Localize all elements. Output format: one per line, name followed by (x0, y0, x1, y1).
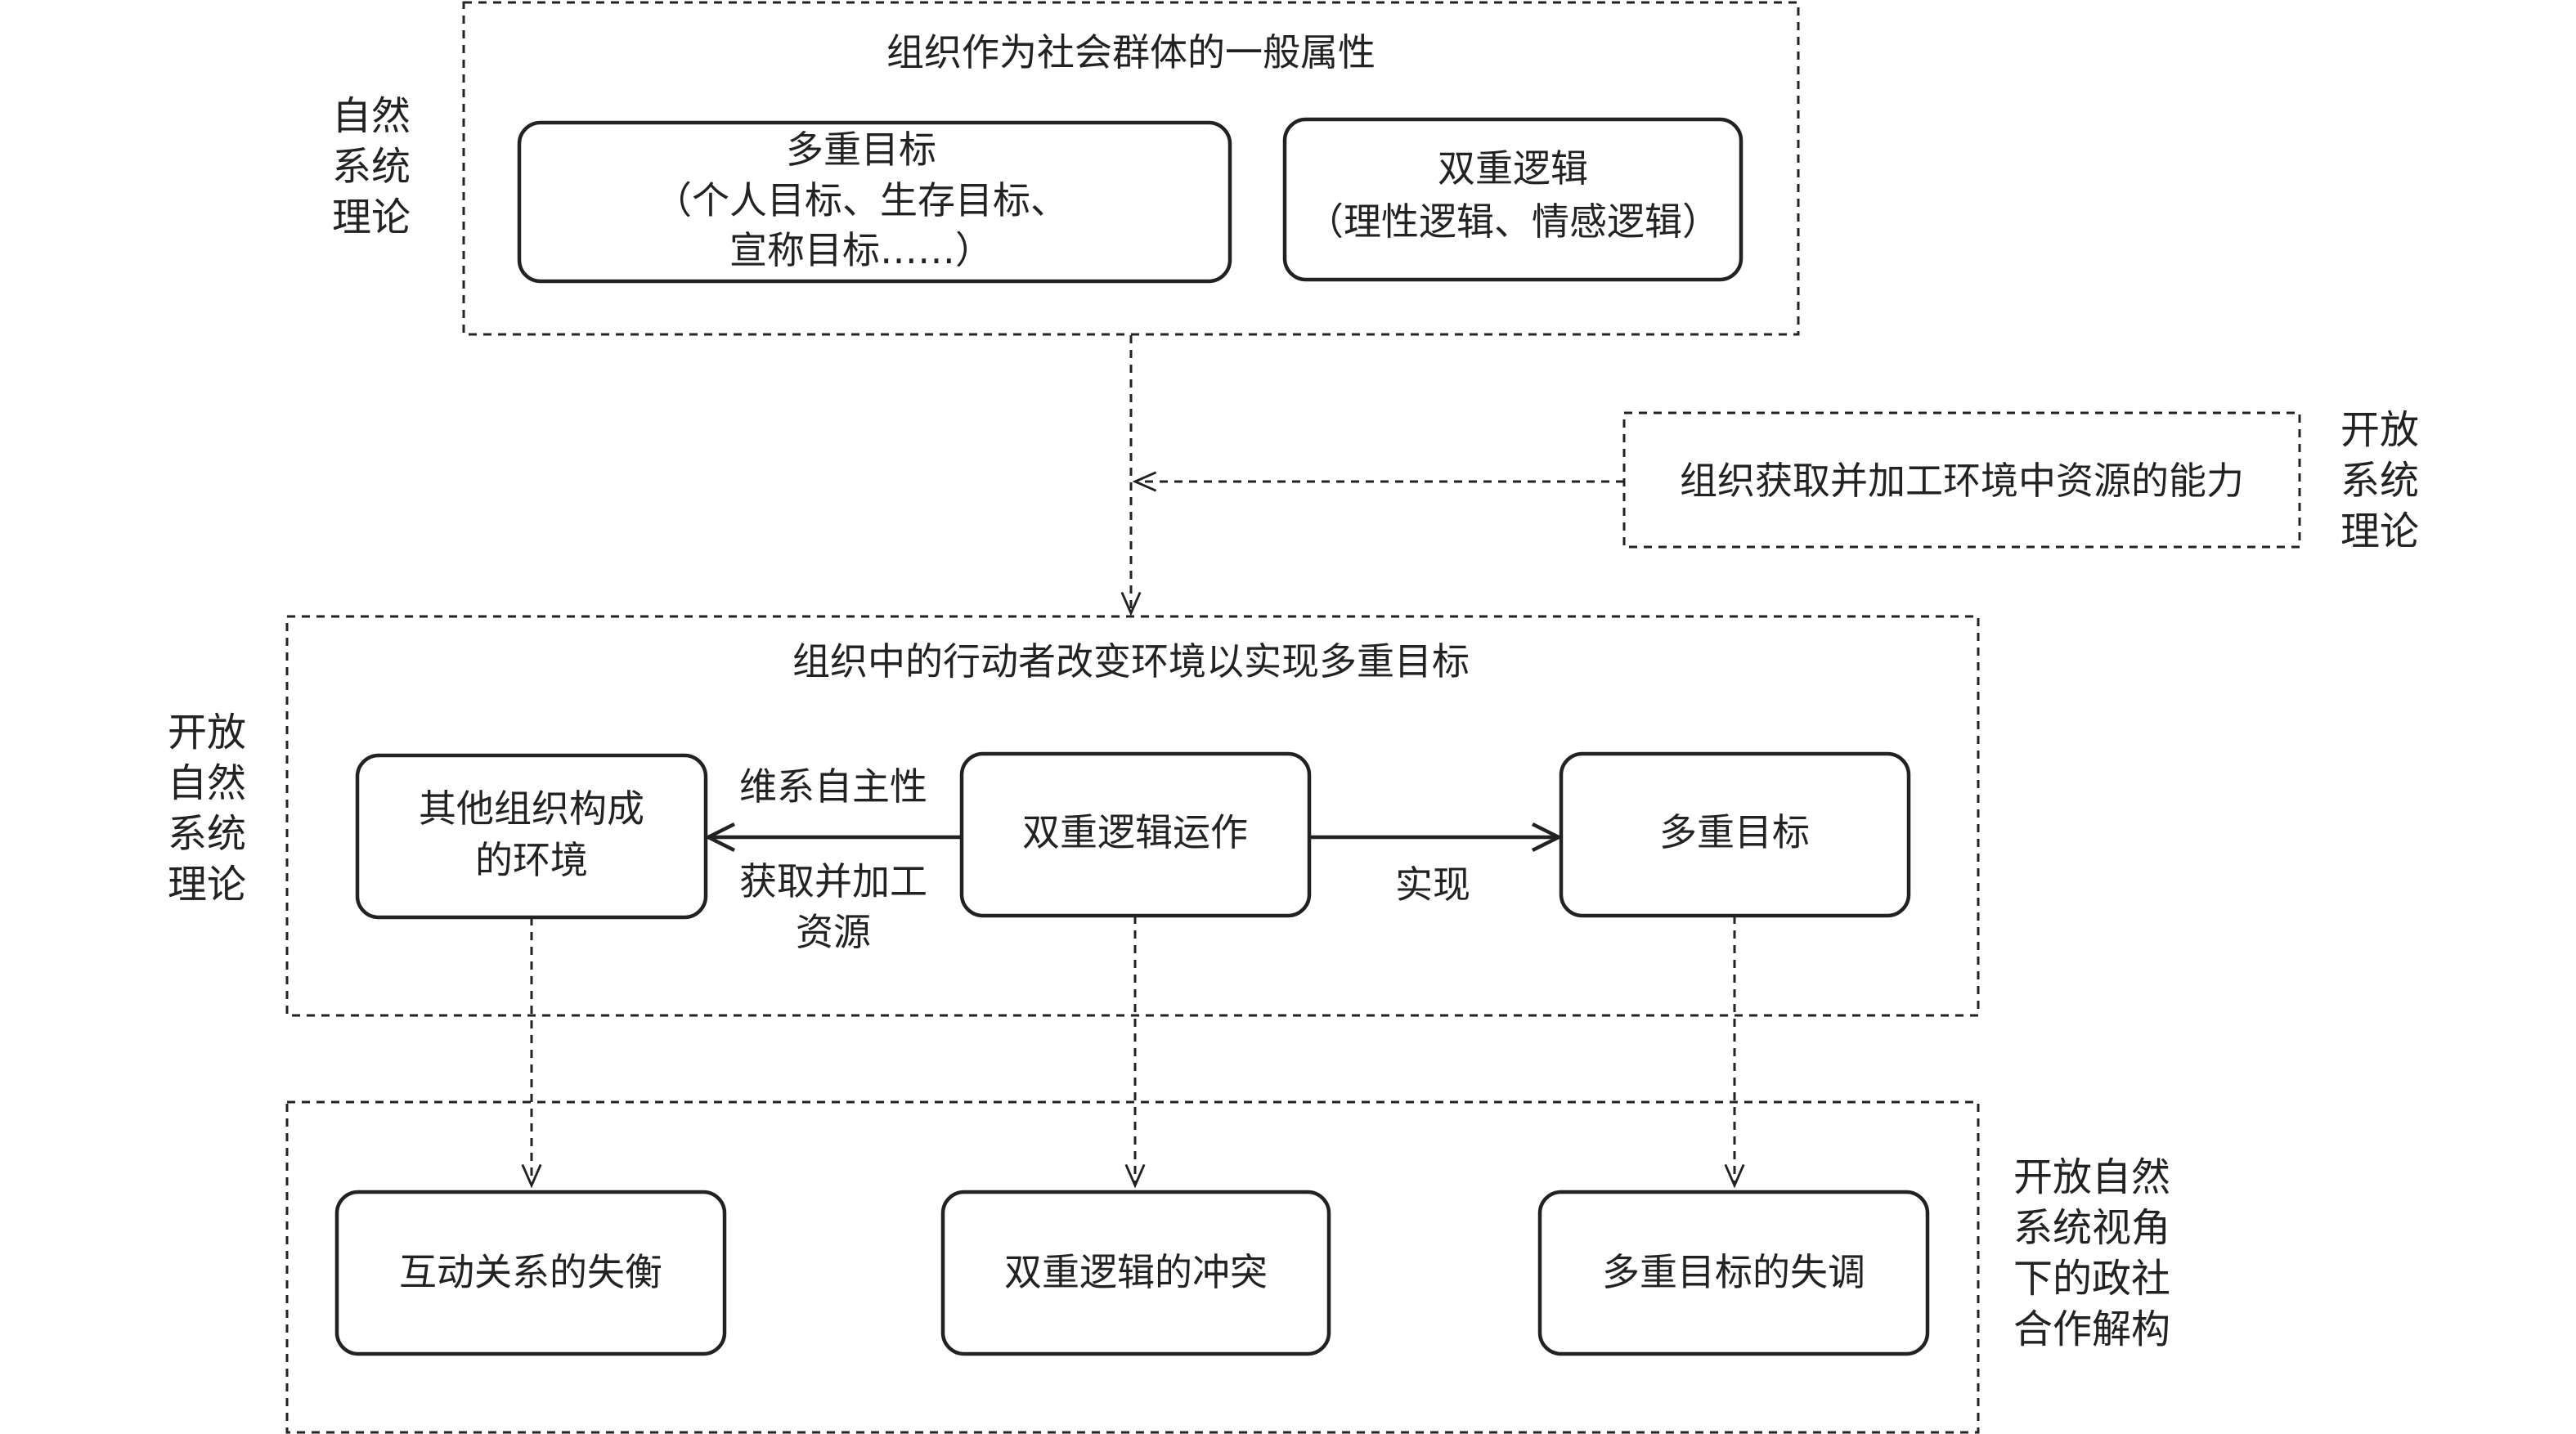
side-label-open-system-line3: 理论 (2340, 509, 2419, 554)
side-label-open-system-line1: 开放 (2340, 407, 2419, 453)
open-natural-system-frame (285, 615, 1980, 1017)
side-label-deconstruction-line3: 下的政社 (2013, 1256, 2170, 1302)
multiple-goals-line3: 宣称目标……） (729, 228, 993, 272)
middle-section-title: 组织中的行动者改变环境以实现多重目标 (792, 639, 1470, 683)
deconstruction-frame (285, 1100, 1980, 1434)
side-label-natural-line3: 理论 (332, 195, 411, 240)
interaction-imbalance-box (334, 1190, 727, 1356)
resource-capacity-text: 组织获取并加工环境中资源的能力 (1680, 459, 2244, 503)
side-label-open-natural-line1: 开放 (168, 710, 246, 755)
dual-logic-box (1282, 117, 1744, 282)
realize-label: 实现 (1395, 863, 1470, 907)
side-label-natural-line2: 系统 (332, 144, 411, 190)
multiple-goals-middle-text: 多重目标 (1659, 810, 1810, 854)
environment-line2: 的环境 (475, 838, 588, 882)
natural-system-title: 组织作为社会群体的一般属性 (886, 30, 1376, 74)
side-label-deconstruction-line4: 合作解构 (2013, 1306, 2170, 1352)
dual-logic-detail: （理性逻辑、情感逻辑） (1306, 199, 1720, 244)
goals-discord-text: 多重目标的失调 (1602, 1250, 1865, 1294)
side-label-deconstruction-line2: 系统视角 (2013, 1205, 2170, 1251)
multiple-goals-title: 多重目标 (786, 128, 936, 172)
logic-conflict-text: 双重逻辑的冲突 (1004, 1250, 1268, 1294)
side-label-open-natural-line3: 系统 (168, 811, 246, 857)
logic-conflict-box (940, 1190, 1331, 1356)
side-label-open-natural-line4: 理论 (168, 862, 246, 907)
dual-logic-operation-text: 双重逻辑运作 (1022, 810, 1248, 854)
environment-line1: 其他组织构成 (419, 786, 644, 831)
multiple-goals-line2: （个人目标、生存目标、 (654, 178, 1068, 222)
natural-system-frame (462, 1, 1800, 336)
multiple-goals-box (517, 120, 1232, 284)
maintain-autonomy-label: 维系自主性 (739, 764, 927, 809)
side-label-natural-line1: 自然 (332, 93, 411, 139)
interaction-imbalance-text: 互动关系的失衡 (399, 1250, 662, 1294)
side-label-open-system-line2: 系统 (2340, 458, 2419, 504)
dual-logic-title: 双重逻辑 (1438, 146, 1588, 190)
goals-discord-box (1537, 1190, 1930, 1356)
side-label-deconstruction-line1: 开放自然 (2013, 1154, 2170, 1200)
side-label-open-natural-line2: 自然 (168, 760, 246, 806)
acquire-resources-label-line1: 获取并加工 (739, 859, 927, 903)
resource-capacity-box (1622, 411, 2301, 549)
environment-box (355, 753, 708, 920)
acquire-resources-label-line2: 资源 (796, 910, 871, 954)
